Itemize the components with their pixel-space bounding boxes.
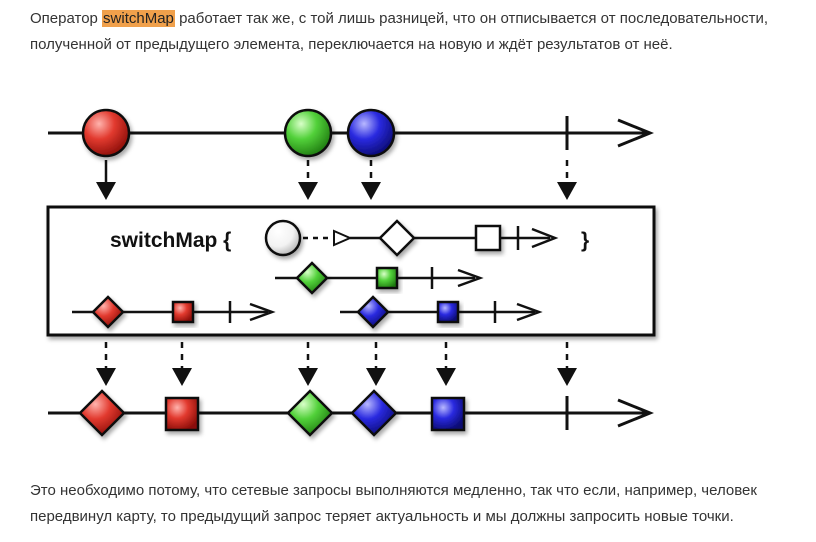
operator-closing-brace: } [581,229,589,252]
output-arrows [96,342,577,386]
operator-template-row [264,219,559,257]
output-blue-square [430,396,466,432]
operator-box: switchMap { } [46,205,656,337]
input-green-circle [283,108,333,158]
inner-red-square [171,300,195,324]
template-diamond [378,219,416,257]
operator-red-row [72,295,276,329]
inner-green-diamond [295,261,329,295]
operator-blue-row [340,295,543,329]
output-red-diamond [78,389,126,437]
output-red-square [164,396,200,432]
input-red-circle [81,108,131,158]
operator-green-row [275,261,484,295]
template-circle [264,219,302,257]
operator-label: switchMap { [110,229,231,252]
input-timeline [48,108,654,158]
operator-highlight: switchMap [102,10,175,27]
intro-text-before: Оператор [30,10,103,27]
inner-green-square [375,266,399,290]
intro-text-after: работает так же, с той лишь разницей, чт… [30,10,769,53]
output-timeline [48,389,654,437]
output-blue-diamond [350,389,398,437]
outro-paragraph: Это необходимо потому, что сетевые запро… [30,482,757,525]
intro-paragraph: Оператор switchMap работает так же, с то… [30,6,810,58]
inner-red-diamond [91,295,125,329]
inner-blue-diamond [356,295,390,329]
inner-blue-square [436,300,460,324]
template-square [474,224,502,252]
marble-diagram: switchMap { } [46,108,656,437]
input-arrows [96,160,577,200]
output-green-diamond [286,389,334,437]
input-blue-circle [346,108,396,158]
